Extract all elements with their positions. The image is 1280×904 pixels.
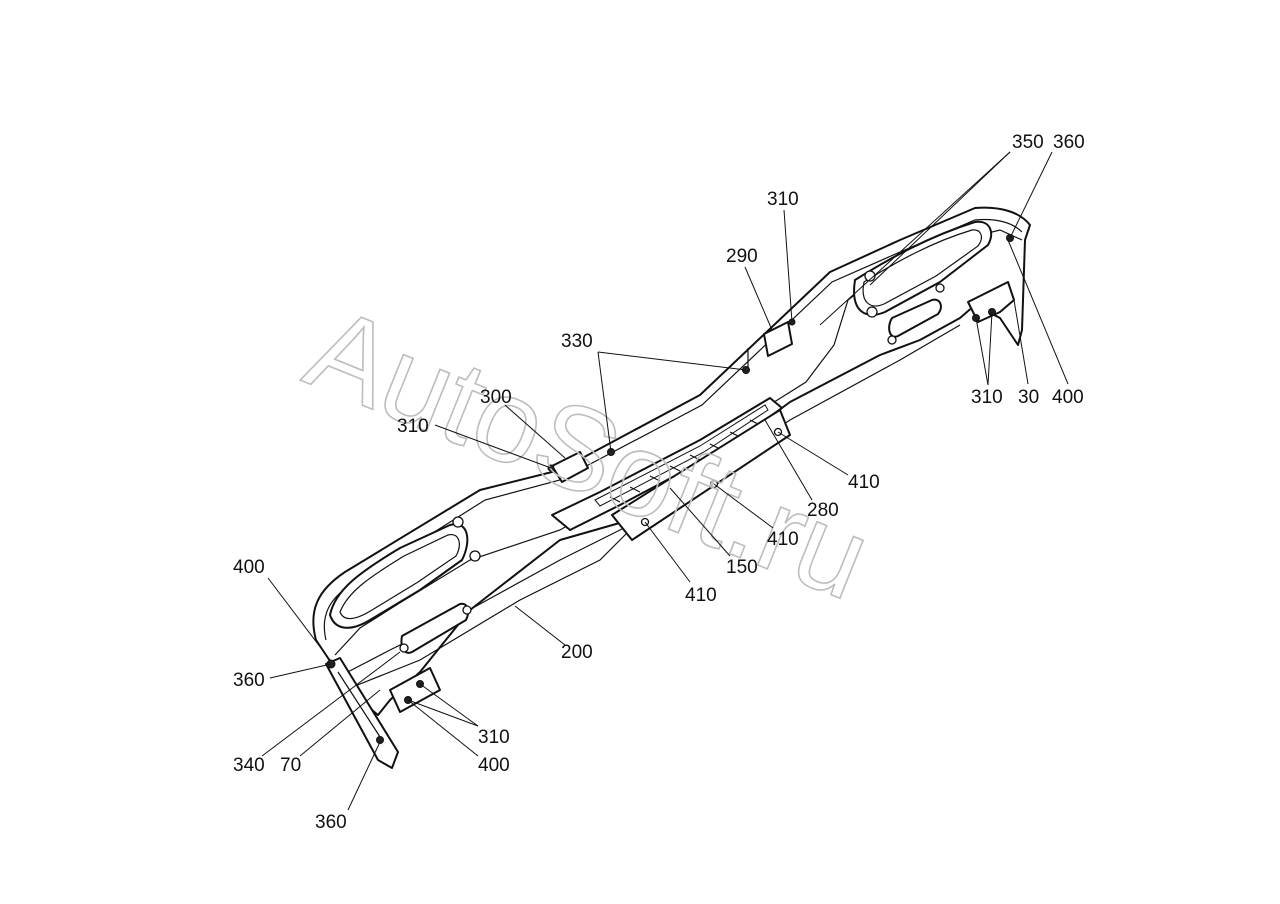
right-corner-bracket xyxy=(967,234,1015,323)
callout-410-b: 410 xyxy=(767,529,799,550)
callout-310-top: 310 xyxy=(767,189,799,210)
left-lamp-slot xyxy=(399,602,472,654)
callout-340: 340 xyxy=(233,755,265,776)
callout-360-top: 360 xyxy=(1053,132,1085,153)
callout-labels: 350 360 310 290 330 300 310 310 30 400 4… xyxy=(233,132,1085,833)
callout-70: 70 xyxy=(280,755,301,776)
callout-310-bottom: 310 xyxy=(478,727,510,748)
callout-150: 150 xyxy=(726,557,758,578)
center-grille-strip xyxy=(551,397,783,531)
callout-300: 300 xyxy=(480,387,512,408)
leader-lines xyxy=(261,151,1069,811)
callout-400-bottom: 400 xyxy=(478,755,510,776)
callout-410-a: 410 xyxy=(848,472,880,493)
right-lamp-slot xyxy=(887,283,945,345)
left-headlamp-recess xyxy=(329,516,481,629)
callout-410-c: 410 xyxy=(685,585,717,606)
callout-30: 30 xyxy=(1018,387,1039,408)
callout-400-left: 400 xyxy=(233,557,265,578)
right-headlamp-recess xyxy=(853,220,993,318)
callout-360-bottom: 360 xyxy=(315,812,347,833)
callout-290: 290 xyxy=(726,246,758,267)
callout-310-left: 310 xyxy=(397,416,429,437)
bracket-290 xyxy=(763,318,796,357)
callout-200: 200 xyxy=(561,642,593,663)
callout-400-right: 400 xyxy=(1052,387,1084,408)
callout-360-left: 360 xyxy=(233,670,265,691)
callout-350: 350 xyxy=(1012,132,1044,153)
callout-330: 330 xyxy=(561,331,593,352)
callout-310-right: 310 xyxy=(971,387,1003,408)
callout-280: 280 xyxy=(807,500,839,521)
